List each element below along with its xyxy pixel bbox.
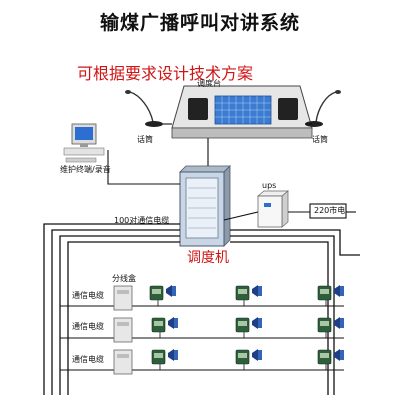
speaker-icon [334, 317, 340, 329]
speaker-icon [252, 317, 258, 329]
diagram-subtitle: 可根据要求设计技术方案 [76, 64, 253, 83]
phone-station [235, 317, 262, 338]
speaker-icon [252, 349, 258, 361]
console-label: 调度台 [197, 79, 221, 88]
speaker-horn [258, 350, 262, 360]
phone-display [320, 321, 329, 326]
speaker-icon [168, 349, 174, 361]
phone-station [317, 285, 344, 306]
phone-display [152, 289, 161, 294]
terminal-label: 维护终端/录音 [60, 165, 111, 174]
speaker-horn [340, 286, 344, 296]
console-handset-right [278, 98, 298, 120]
ups-label: ups [262, 181, 277, 190]
microphone-left-label: 话筒 [137, 135, 153, 144]
speaker-horn [172, 286, 176, 296]
speaker-horn [174, 318, 178, 328]
phone-display [238, 353, 247, 358]
mains-label: 220市电 [314, 206, 346, 215]
speaker-icon [168, 317, 174, 329]
junction-box-label: 分线盒 [112, 274, 136, 283]
phone-station [317, 317, 344, 338]
speaker-horn [340, 350, 344, 360]
phone-display [238, 321, 247, 326]
microphone-right-icon [305, 90, 341, 127]
speaker-horn [258, 318, 262, 328]
phone-station [235, 349, 262, 370]
cable-row-2-label: 通信电缆 [72, 322, 104, 331]
microphone-right-label: 话筒 [312, 135, 328, 144]
cable-row-1-label: 通信电缆 [72, 291, 104, 300]
dispatcher-cabinet [179, 165, 231, 247]
phone-display [320, 353, 329, 358]
microphone-left-icon [125, 90, 163, 127]
junction-box-slot [117, 354, 129, 358]
distribution-rows [60, 285, 344, 375]
speaker-icon [252, 285, 258, 297]
speaker-icon [166, 285, 172, 297]
phone-station [317, 349, 344, 370]
phone-display [320, 289, 329, 294]
phone-display [154, 321, 163, 326]
phone-station [149, 285, 176, 306]
diagram-title: 输煤广播呼叫对讲系统 [99, 12, 300, 34]
junction-box-icon [113, 285, 133, 311]
cable-trunk-label: 100对通信电缆 [114, 216, 170, 225]
junction-box-slot [117, 290, 129, 294]
speaker-horn [258, 286, 262, 296]
junction-box-icon [113, 317, 133, 343]
junction-box-icon [113, 349, 133, 375]
junction-box-slot [117, 322, 129, 326]
wiring [107, 123, 356, 221]
speaker-horn [174, 350, 178, 360]
dispatcher-label: 调度机 [187, 250, 229, 266]
maintenance-computer-icon [63, 123, 105, 163]
ups-unit-icon [257, 190, 289, 228]
speaker-horn [340, 318, 344, 328]
phone-display [154, 353, 163, 358]
speaker-icon [334, 285, 340, 297]
speaker-icon [334, 349, 340, 361]
phone-station [151, 349, 178, 370]
phone-station [151, 317, 178, 338]
phone-display [238, 289, 247, 294]
dispatch-console [171, 85, 313, 139]
console-handset-left [188, 98, 208, 120]
phone-station [235, 285, 262, 306]
trunk-cable [43, 223, 360, 395]
cable-row-3-label: 通信电缆 [72, 355, 104, 364]
